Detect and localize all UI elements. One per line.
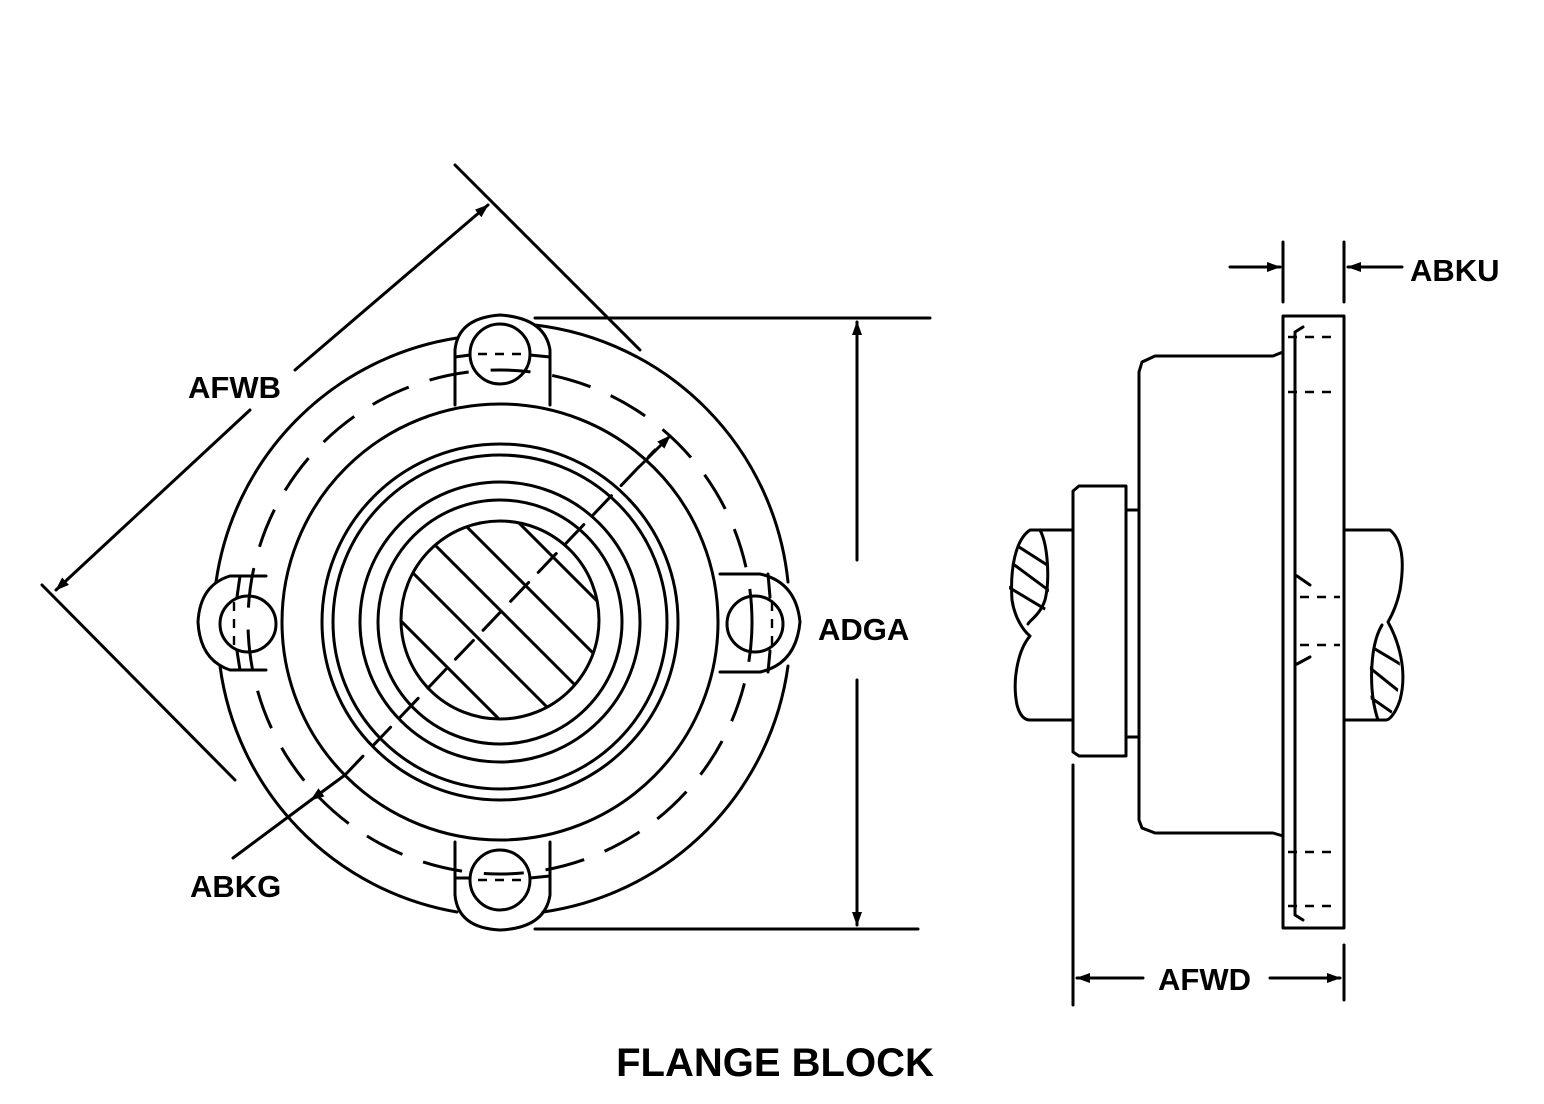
bearing-ring-2 <box>331 453 669 791</box>
bearing-ring-4 <box>376 498 624 746</box>
bolt-lug-top <box>453 313 552 407</box>
adga-dimension <box>533 316 932 931</box>
abkg-dimension <box>231 434 672 860</box>
side-view <box>1009 240 1405 1007</box>
bearing-ring-3 <box>358 480 642 764</box>
hub-outer-ring <box>280 402 720 842</box>
label-adga: ADGA <box>818 612 909 647</box>
bearing-ring-1 <box>320 442 680 802</box>
label-abkg: ABKG <box>190 869 281 904</box>
afwb-dimension <box>40 163 642 782</box>
label-afwd: AFWD <box>1158 962 1251 997</box>
bolt-lug-bottom <box>453 840 552 932</box>
bolt-circle <box>246 368 754 876</box>
shaft-section <box>399 519 601 721</box>
abku-dimension <box>1228 240 1404 304</box>
flange-plate <box>1281 314 1346 930</box>
label-afwb: AFWB <box>188 370 281 405</box>
drawing-title: FLANGE BLOCK <box>616 1041 934 1085</box>
outer-flange <box>214 323 790 914</box>
hub-body <box>1137 350 1285 838</box>
locking-collar <box>1071 484 1128 758</box>
shaft-left <box>1009 528 1075 722</box>
bolt-lug-left <box>196 574 278 672</box>
bolt-lug-right <box>718 572 802 674</box>
shaft-right <box>1342 528 1405 722</box>
label-abku: ABKU <box>1410 253 1500 288</box>
afwd-dimension <box>1071 763 1346 1007</box>
front-view <box>40 163 932 932</box>
